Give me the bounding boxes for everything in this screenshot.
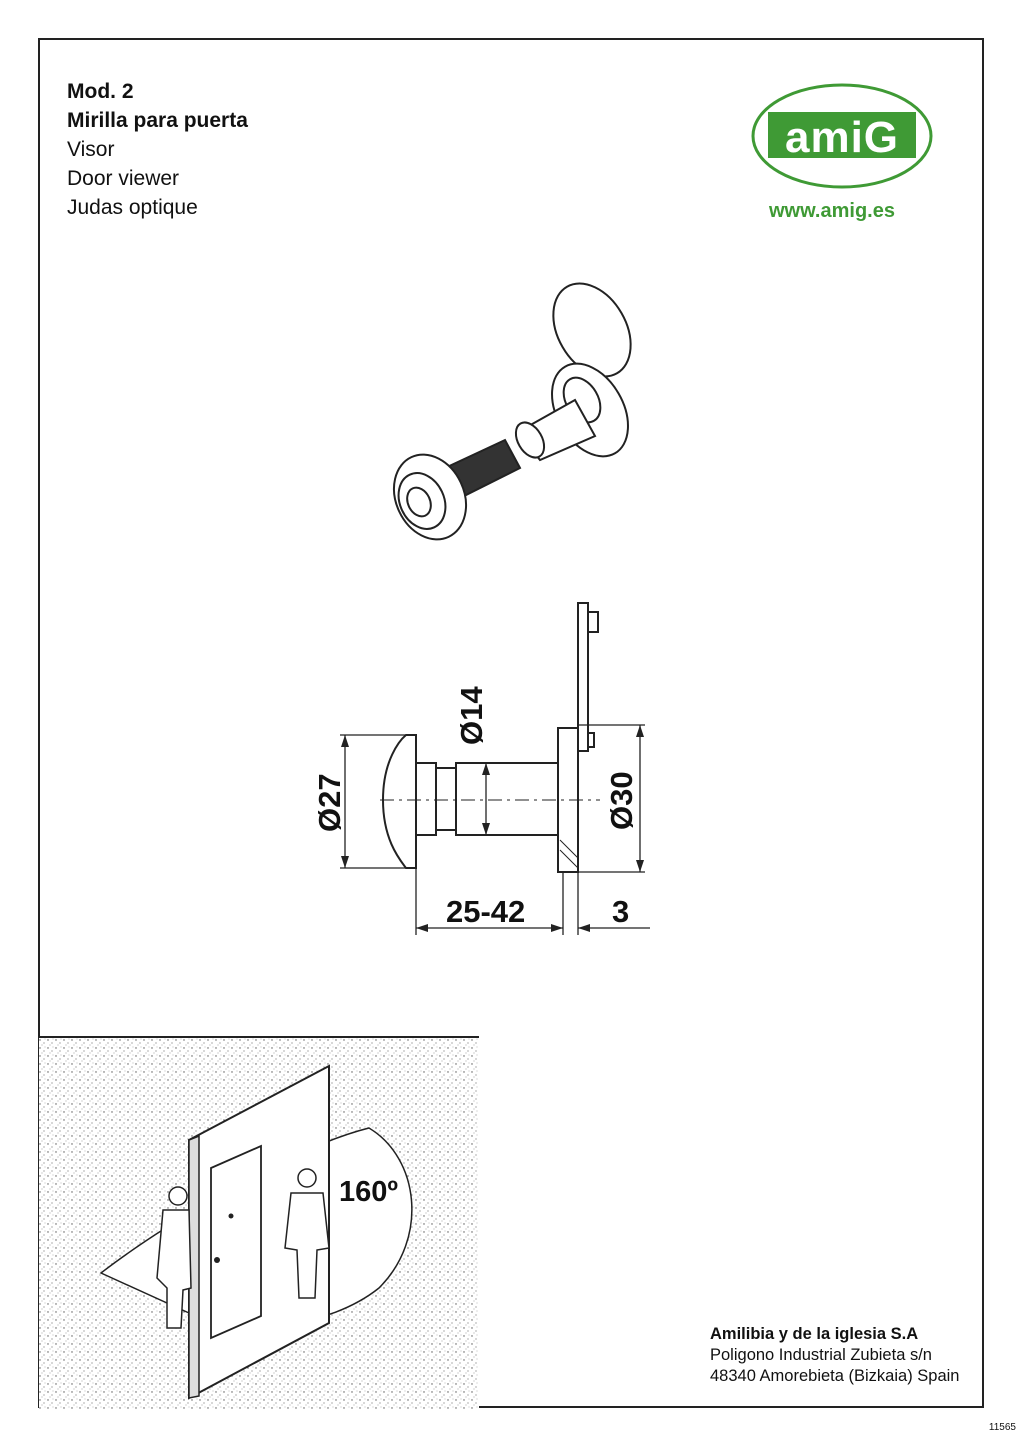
model-label: Mod. 2 [67,80,134,103]
technical-drawing: Ø27 Ø14 Ø30 25-42 3 [312,282,650,935]
dim-d30: Ø30 [604,771,639,830]
usage-scene: 160º [39,1036,479,1410]
view-angle-label: 160º [339,1176,398,1208]
company-address: Amilibia y de la iglesia S.A Poligono In… [710,1324,959,1387]
dim-thickness: 3 [612,894,629,929]
side-elevation [380,602,600,873]
isometric-view [393,282,632,541]
dimension-arrows [341,725,644,932]
page-frame [38,38,984,1408]
product-name-es: Mirilla para puerta [67,109,248,132]
company-street: Poligono Industrial Zubieta s/n [710,1346,932,1364]
product-name-fr: Judas optique [67,196,198,219]
logo-text: amiG [785,113,899,162]
product-name-alt: Visor [67,138,115,161]
amig-logo: amiG [751,83,933,189]
product-header: Mod. 2 Mirilla para puerta Visor Door vi… [67,77,248,222]
company-city: 48340 Amorebieta (Bizkaia) Spain [710,1367,960,1385]
dim-d27: Ø27 [312,773,347,832]
company-name: Amilibia y de la iglesia S.A [710,1325,919,1343]
dim-d14: Ø14 [454,686,489,745]
document-code: 11565 [988,1422,1016,1433]
dim-length: 25-42 [446,894,525,929]
website-url: www.amig.es [769,200,895,222]
product-name-en: Door viewer [67,167,180,190]
